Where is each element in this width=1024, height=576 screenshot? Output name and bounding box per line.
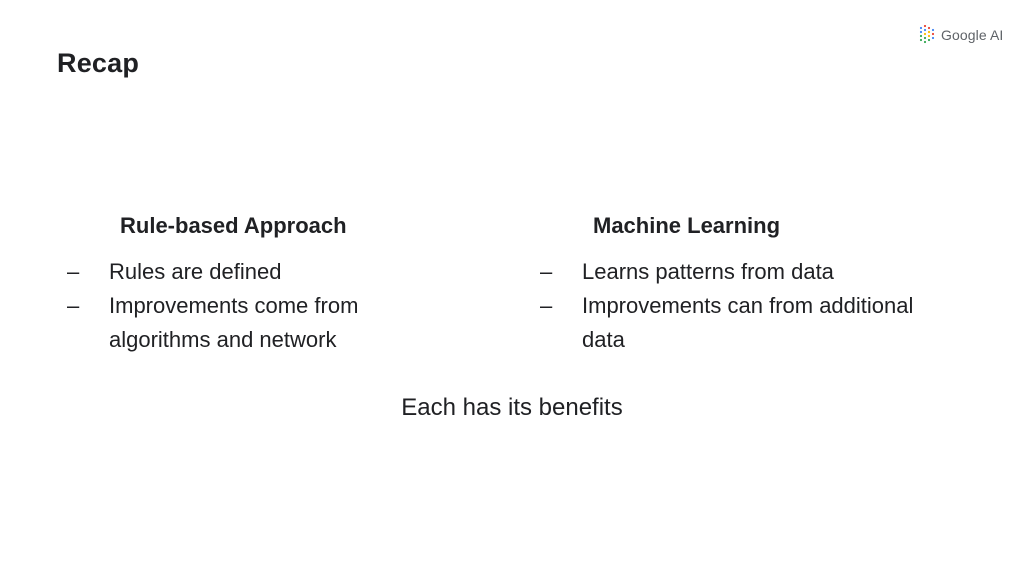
bullet-text: Improvements come from algorithms and ne… <box>109 293 359 352</box>
column-heading: Machine Learning <box>593 213 781 238</box>
slide-title: Recap <box>57 48 140 78</box>
bullet-text: Improvements can from additional data <box>582 293 914 352</box>
bullet-dash: – <box>540 259 553 284</box>
list-item: – Learns patterns from data <box>540 255 920 289</box>
list-item: – Improvements can from additional data <box>540 289 920 357</box>
bullet-dash: – <box>67 259 80 284</box>
bullet-text: Learns patterns from data <box>582 259 834 284</box>
bullet-text: Rules are defined <box>109 259 282 284</box>
google-ai-dots-icon <box>919 25 935 45</box>
rule-based-column: Rule-based Approach – Rules are defined … <box>67 210 447 357</box>
column-heading: Rule-based Approach <box>120 213 347 238</box>
bullet-list: – Learns patterns from data – Improvemen… <box>540 255 920 357</box>
brand-text: Google AI <box>941 27 1004 43</box>
list-item: – Rules are defined <box>67 255 447 289</box>
brand-logo: Google AI <box>919 24 1003 46</box>
list-item: – Improvements come from algorithms and … <box>67 289 447 357</box>
bullet-list: – Rules are defined – Improvements come … <box>67 255 447 357</box>
footer-text: Each has its benefits <box>401 394 623 421</box>
machine-learning-column: Machine Learning – Learns patterns from … <box>540 210 920 357</box>
bullet-dash: – <box>67 293 80 318</box>
bullet-dash: – <box>540 293 553 318</box>
